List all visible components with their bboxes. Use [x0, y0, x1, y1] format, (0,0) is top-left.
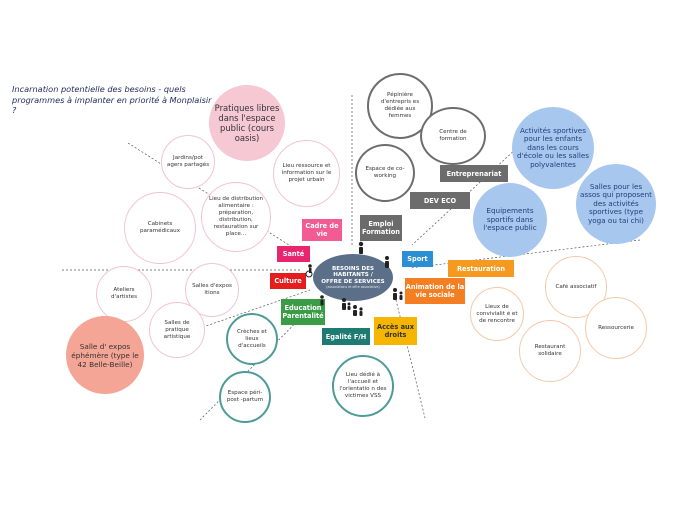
category-entreprenariat: Entreprenariat: [440, 165, 508, 182]
bubble-jardins: Jardins/pot agers partagés: [161, 135, 215, 189]
category-emploi-formation: Emploi Formation: [360, 215, 402, 241]
category-label: Education Parentalité: [282, 304, 324, 320]
center-line: HABITANTS /: [333, 272, 373, 279]
bubble-lieux-convivialite: Lieux de convivialit é et de rencontre: [470, 287, 524, 341]
bubble-text: Lieux de convivialit é et de rencontre: [476, 303, 518, 324]
bubble-ateliers: Ateliers d'artistes: [96, 266, 152, 322]
bubble-text: Pratiques libres dans l'espace public (c…: [214, 103, 280, 143]
bubble-coworking: Espace de co-working: [355, 144, 415, 202]
bubble-text: Ressourcerie: [598, 324, 634, 331]
bubble-text: Café associatif: [555, 283, 597, 290]
bubble-activites-sportives: Activités sportives pour les enfants dan…: [512, 107, 594, 189]
bubble-ressourcerie: Ressourcerie: [585, 297, 647, 359]
category-label: Sport: [407, 255, 428, 263]
bubble-text: Cabinets paramédicaux: [139, 221, 181, 234]
category-label: DEV ECO: [423, 196, 457, 205]
category-label: Egalité F/H: [325, 332, 367, 341]
category-egalite: Egalité F/H: [322, 328, 370, 345]
category-animation: Animation de la vie sociale: [405, 278, 465, 304]
bubble-text: Equipements sportifs dans l'espace publi…: [483, 206, 537, 233]
bubble-text: Restaurant solidaire: [534, 344, 566, 357]
category-label: Cadre de vie: [305, 222, 339, 238]
bubble-text: Ateliers d'artistes: [110, 287, 138, 300]
bubble-text: Espace péri-post -partum: [226, 390, 264, 403]
category-dev-eco: DEV ECO: [410, 192, 470, 209]
bubble-text: Salle d' expos éphémère (type le 42 Bell…: [71, 341, 139, 369]
bubble-text: Lieu dédié à l'accueil et l'orientatio n…: [339, 372, 387, 399]
wheelchair-icon: [305, 264, 313, 278]
category-label: Santé: [282, 250, 305, 258]
bubble-text: Pépinière d'entrepris es dédiée aux femm…: [380, 92, 420, 119]
center-line: BESOINS DES: [331, 265, 375, 272]
bubble-text: Salles d'expos itions: [192, 283, 232, 296]
bubble-restaurant: Restaurant solidaire: [519, 320, 581, 382]
bubble-lieu-ressource: Lieu ressource et information sur le pro…: [273, 140, 340, 207]
category-sport: Sport: [402, 251, 433, 267]
category-label: Accès aux droits: [376, 323, 414, 339]
bubble-equipements-sportifs: Equipements sportifs dans l'espace publi…: [473, 183, 547, 257]
bubble-centre-formation: Centre de formation: [420, 107, 486, 165]
category-label: Restauration: [456, 264, 506, 273]
center-hub: BESOINS DES HABITANTS / OFFRE DE SERVICE…: [313, 254, 393, 301]
bubble-text: Espace de co-working: [365, 166, 405, 179]
divider-line: [179, 289, 311, 336]
family-icon: [353, 305, 363, 316]
bubble-text: Lieu de distribution alimentaire : prépa…: [208, 196, 264, 237]
bubble-text: Salles pour les assos qui proposent des …: [580, 181, 652, 225]
divider-line: [394, 295, 426, 419]
center-line: OFFRE DE SERVICES: [321, 278, 385, 285]
bubble-salles-sport: Salles pour les assos qui proposent des …: [576, 164, 656, 244]
bubble-lieu-distribution: Lieu de distribution alimentaire : prépa…: [201, 182, 271, 252]
bubble-creches: Crèches et lieux d'accueils: [226, 313, 278, 365]
category-label: Animation de la vie sociale: [405, 283, 465, 299]
bubble-lieu-vss: Lieu dédié à l'accueil et l'orientatio n…: [332, 355, 394, 417]
page-title: Incarnation potentielle des besoins - qu…: [12, 84, 212, 115]
bubble-espace-peri: Espace péri-post -partum: [219, 371, 271, 423]
category-label: Culture: [274, 277, 302, 285]
bubble-text: Activités sportives pour les enfants dan…: [516, 125, 589, 169]
category-education: Education Parentalité: [281, 299, 325, 325]
person-icon: [385, 256, 389, 268]
center-subtitle: (associations et offre associative): [326, 285, 380, 290]
bubble-text: Centre de formation: [439, 129, 467, 142]
category-culture: Culture: [270, 273, 306, 289]
parent-child-icon: [342, 298, 351, 310]
category-restauration: Restauration: [448, 260, 514, 277]
category-label: Emploi Formation: [362, 220, 400, 236]
category-cadre-de-vie: Cadre de vie: [302, 219, 342, 241]
bubble-text: Crèches et lieux d'accueils: [237, 328, 267, 349]
person-icon: [320, 295, 324, 306]
bubble-text: Salles de pratique artistique: [163, 319, 191, 340]
bubble-text: Jardins/pot agers partagés: [166, 155, 210, 168]
person-icon: [358, 241, 364, 254]
bubble-cabinets: Cabinets paramédicaux: [124, 192, 196, 264]
category-acces-droits: Accès aux droits: [374, 317, 417, 345]
category-sante: Santé: [277, 246, 310, 262]
family-icon: [393, 288, 403, 300]
bubble-text: Lieu ressource et information sur le pro…: [281, 163, 332, 183]
bubble-salles-pratique: Salles de pratique artistique: [149, 302, 205, 358]
bubble-salle-ephemere: Salle d' expos éphémère (type le 42 Bell…: [66, 316, 144, 394]
category-label: Entreprenariat: [446, 169, 502, 178]
bubble-pratiques-libres: Pratiques libres dans l'espace public (c…: [209, 85, 285, 161]
